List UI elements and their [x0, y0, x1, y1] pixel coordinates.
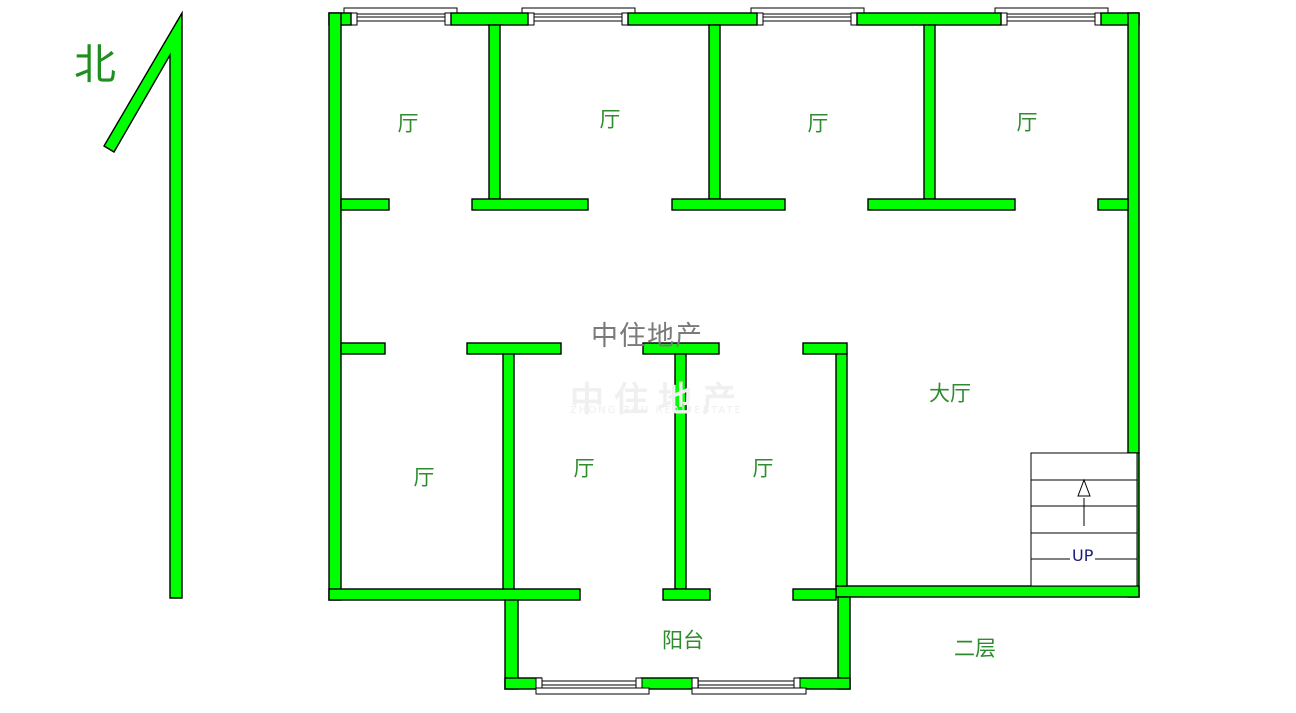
room-label-bottom-3: 厅 — [752, 456, 774, 481]
staircase — [1030, 452, 1138, 587]
room-label-top-2: 厅 — [599, 107, 621, 132]
up-arrow-icon — [1077, 478, 1091, 497]
walls — [328, 12, 1140, 690]
room-label-top-4: 厅 — [1016, 110, 1038, 135]
north-label: 北 — [74, 40, 117, 89]
room-label-balcony: 阳台 — [662, 628, 704, 653]
windows-bottom — [535, 677, 807, 695]
room-label-top-3: 厅 — [807, 111, 829, 136]
room-label-living: 大厅 — [929, 381, 971, 406]
windows-top — [343, 7, 1109, 26]
room-label-top-1: 厅 — [397, 111, 419, 136]
north-arrow-icon — [103, 10, 183, 599]
room-label-bottom-2: 厅 — [573, 456, 595, 481]
floor-label: 二层 — [954, 636, 996, 661]
watermark-ghost: 中住地产 — [570, 380, 746, 420]
room-label-bottom-1: 厅 — [413, 465, 435, 490]
watermark-sub: ZHONG ZHU REAL ESTATE — [570, 405, 743, 416]
stairs-up-label: UP — [1070, 546, 1096, 565]
watermark-text: 中住地产 — [591, 321, 703, 352]
